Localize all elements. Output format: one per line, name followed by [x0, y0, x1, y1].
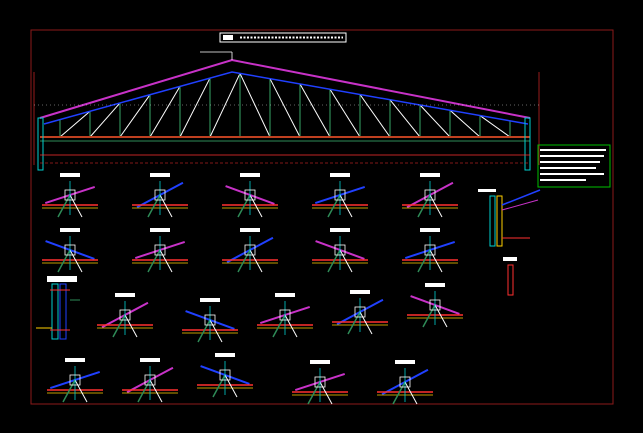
truss-web-members	[59, 73, 511, 138]
truss-diagonal	[329, 88, 361, 138]
connection-detail	[292, 360, 348, 405]
connection-detail	[402, 228, 458, 273]
connection-detail	[97, 293, 153, 338]
top-chord-blue	[43, 71, 529, 125]
drawing-border	[30, 29, 614, 405]
truss-diagonal	[119, 94, 151, 138]
connection-detail	[222, 173, 278, 218]
truss-diagonal	[209, 73, 241, 138]
connection-detail	[197, 353, 253, 398]
connection-detail	[132, 228, 188, 273]
connection-detail	[407, 283, 463, 328]
connection-detail	[402, 173, 458, 218]
truss-diagonal	[359, 94, 391, 138]
truss-diagonal	[479, 115, 511, 138]
connection-detail	[122, 358, 178, 403]
left-column	[37, 117, 44, 171]
column-section-detail-right	[478, 189, 541, 296]
connection-detail	[332, 290, 388, 335]
truss-diagonal	[389, 99, 421, 138]
truss-diagonal	[419, 104, 451, 138]
connection-detail	[132, 173, 188, 218]
legend-box	[537, 144, 611, 188]
truss-diagonal	[239, 73, 271, 138]
connection-detail	[257, 293, 313, 338]
truss-diagonal	[59, 110, 91, 138]
truss-diagonal	[269, 78, 301, 138]
truss-diagonal	[89, 102, 121, 138]
connection-detail	[312, 228, 368, 273]
connection-detail	[47, 358, 103, 403]
connection-detail	[312, 173, 368, 218]
truss-diagonal	[149, 86, 181, 138]
title-block	[219, 32, 347, 43]
connection-detail	[42, 228, 98, 273]
main-truss-elevation	[33, 51, 540, 171]
connection-details	[42, 173, 463, 405]
connection-detail	[377, 360, 433, 405]
truss-diagonal	[299, 83, 331, 138]
truss-diagonal	[179, 77, 211, 138]
column-section-detail-left	[36, 276, 80, 340]
connection-detail	[222, 228, 278, 273]
connection-detail	[182, 298, 238, 343]
connection-detail	[42, 173, 98, 218]
truss-diagonal	[449, 109, 481, 138]
top-chord-magenta	[39, 58, 531, 119]
right-column	[524, 117, 531, 171]
